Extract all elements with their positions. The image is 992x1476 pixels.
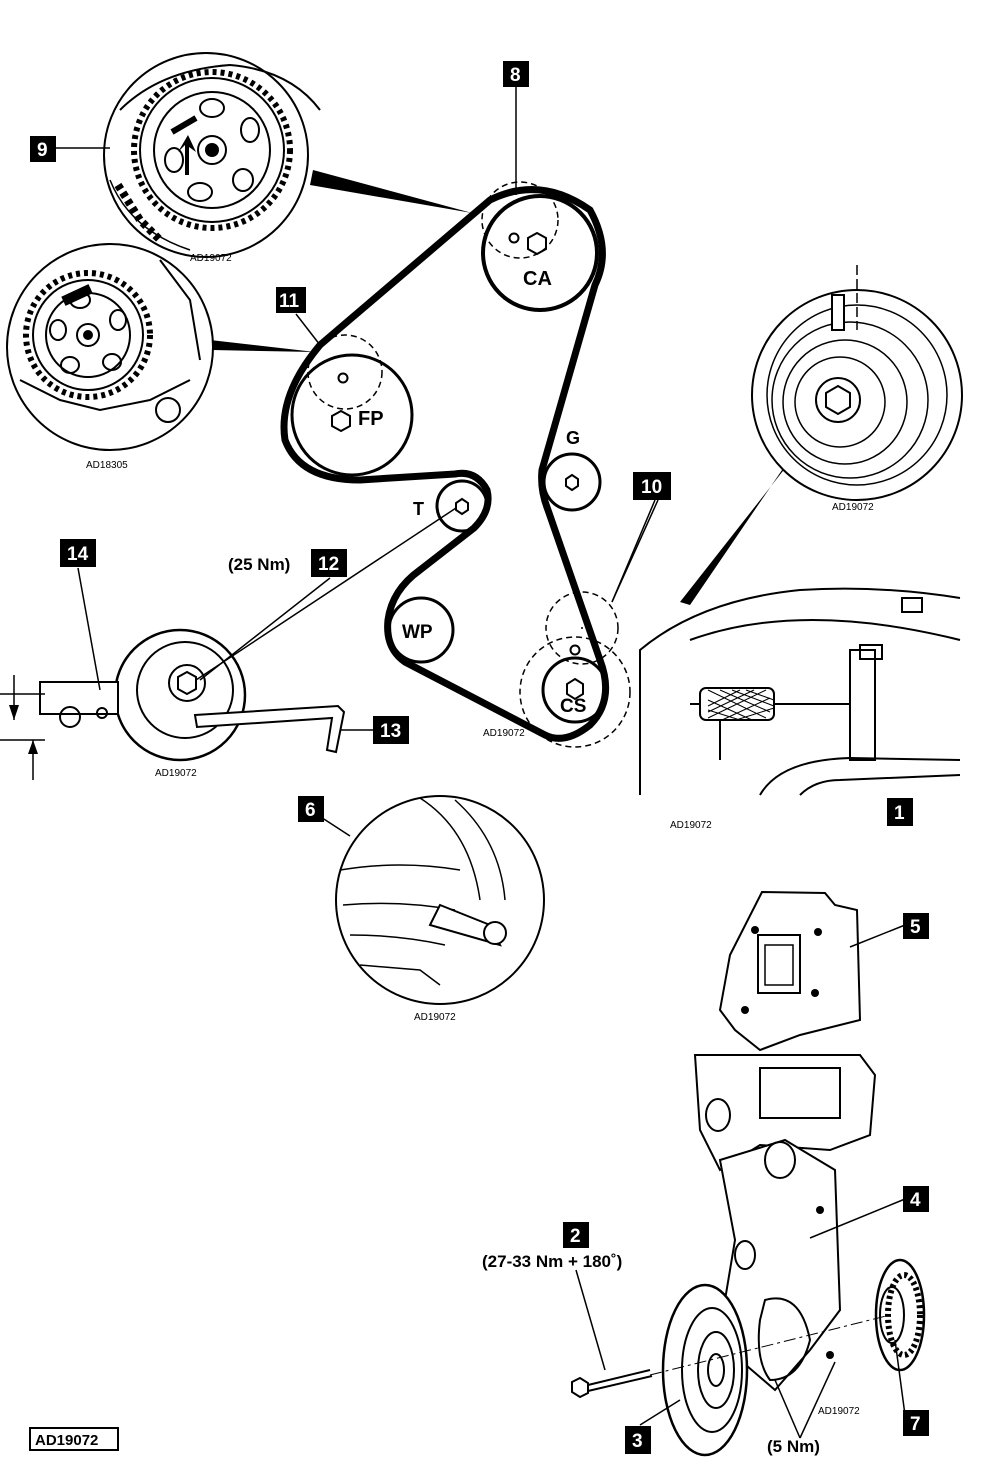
belt-routing bbox=[280, 181, 631, 748]
tensioner-adjust-inset bbox=[0, 507, 457, 780]
svg-text:4: 4 bbox=[910, 1190, 921, 1211]
callout-11: 11 bbox=[276, 287, 306, 313]
svg-text:12: 12 bbox=[318, 554, 339, 575]
svg-text:5: 5 bbox=[910, 917, 921, 938]
ref-belt-routing: AD19072 bbox=[483, 728, 525, 739]
svg-text:7: 7 bbox=[910, 1414, 921, 1435]
callout-4: 4 bbox=[903, 1186, 929, 1212]
diagram-reference-box: AD19072 bbox=[29, 1427, 119, 1451]
svg-text:1: 1 bbox=[894, 803, 905, 824]
callout-6: 6 bbox=[298, 796, 324, 822]
callout-7: 7 bbox=[903, 1410, 929, 1436]
ref-camshaft-inset: AD19072 bbox=[190, 253, 232, 264]
callout-8: 8 bbox=[503, 61, 529, 87]
torque-crank-bolt: (27-33 Nm + 180˚) bbox=[482, 1252, 622, 1271]
svg-text:2: 2 bbox=[570, 1226, 581, 1247]
callout-3: 3 bbox=[625, 1426, 651, 1454]
torque-tensioner: (25 Nm) bbox=[228, 555, 290, 574]
ref-tensioner-mark-inset: AD19072 bbox=[414, 1012, 456, 1023]
cover-assembly-exploded bbox=[571, 890, 926, 1457]
torque-cover-bolts: (5 Nm) bbox=[767, 1437, 820, 1456]
svg-text:11: 11 bbox=[279, 291, 300, 312]
pulley-label-t: T bbox=[413, 499, 424, 519]
callout-5: 5 bbox=[903, 913, 929, 939]
flywheel-locking-tool-inset bbox=[581, 499, 961, 796]
pulley-label-g: G bbox=[566, 428, 580, 448]
callout-13: 13 bbox=[373, 716, 409, 744]
pulley-label-wp: WP bbox=[402, 622, 433, 643]
pulley-label-fp: FP bbox=[358, 408, 384, 430]
ref-crank-pulley-inset: AD19072 bbox=[832, 502, 874, 513]
camshaft-sprocket-inset bbox=[103, 52, 472, 258]
callout-1: 1 bbox=[887, 798, 913, 826]
callout-9: 9 bbox=[30, 136, 56, 162]
svg-text:9: 9 bbox=[37, 140, 48, 161]
svg-text:6: 6 bbox=[305, 800, 316, 821]
svg-text:13: 13 bbox=[380, 721, 401, 742]
ref-tensioner-inset: AD19072 bbox=[155, 768, 197, 779]
leader-lines bbox=[56, 84, 906, 1439]
ref-fuel-pump-inset: AD18305 bbox=[86, 460, 128, 471]
svg-text:8: 8 bbox=[510, 65, 521, 86]
tensioner-mark-inset bbox=[335, 795, 545, 1005]
callout-10: 10 bbox=[633, 472, 671, 500]
svg-text:10: 10 bbox=[641, 477, 662, 498]
callout-2: 2 bbox=[563, 1222, 589, 1248]
pulley-label-ca: CA bbox=[523, 268, 552, 290]
svg-text:AD19072: AD19072 bbox=[35, 1432, 98, 1449]
pulley-label-cs: CS bbox=[560, 696, 586, 717]
svg-text:14: 14 bbox=[67, 544, 89, 565]
ref-locking-tool-inset: AD19072 bbox=[670, 820, 712, 831]
fuel-pump-pulley bbox=[290, 353, 414, 477]
callout-12: 12 bbox=[311, 549, 347, 577]
guide-pulley bbox=[542, 452, 602, 512]
fuel-pump-sprocket-inset bbox=[6, 243, 315, 451]
crank-pulley-inset bbox=[680, 265, 963, 605]
svg-text:3: 3 bbox=[632, 1431, 643, 1452]
callout-14: 14 bbox=[60, 539, 96, 567]
ref-cover-assembly: AD19072 bbox=[818, 1406, 860, 1417]
